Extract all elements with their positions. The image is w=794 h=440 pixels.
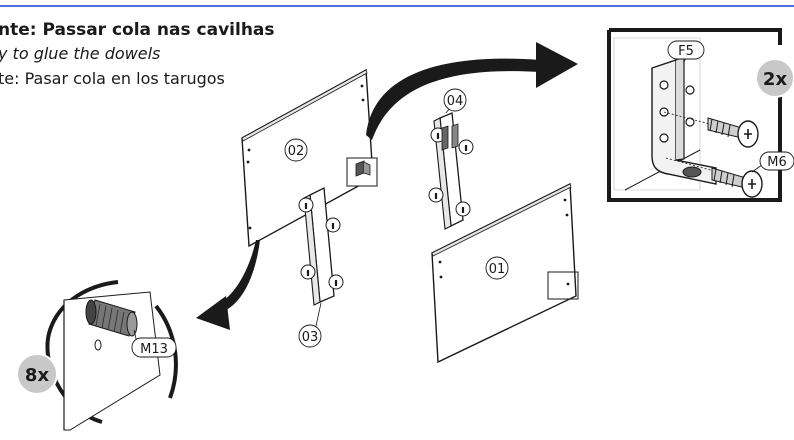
svg-text:2x: 2x	[763, 69, 788, 90]
bracket-detail-inset	[607, 28, 782, 202]
instruction-pt: nte: Passar cola nas cavilhas	[0, 20, 275, 40]
svg-text:04: 04	[447, 94, 464, 109]
part-label-03: 03	[298, 324, 322, 348]
screw-icon	[707, 117, 759, 148]
svg-text:8x: 8x	[25, 365, 50, 386]
svg-text:03: 03	[302, 330, 319, 345]
panel-02	[241, 68, 378, 248]
part-label-02: 02	[284, 138, 308, 162]
part-label-04: 04	[443, 88, 467, 112]
instruction-en: y to glue the dowels	[0, 44, 161, 63]
svg-text:M13: M13	[140, 342, 168, 357]
instruction-es: te: Pasar cola en los tarugos	[0, 69, 225, 88]
hardware-label-dowel: M13	[131, 329, 177, 358]
svg-text:M6: M6	[767, 155, 787, 170]
panel-03	[298, 186, 344, 327]
screw-icon	[711, 167, 763, 198]
svg-text:01: 01	[489, 262, 506, 277]
dowel-detail-inset	[45, 280, 178, 431]
quantity-badge-dowels: 8x	[16, 353, 58, 395]
panel-04	[428, 107, 474, 230]
svg-text:F5: F5	[678, 44, 694, 59]
svg-text:02: 02	[288, 144, 305, 159]
arrow-to-dowel-detail	[196, 240, 260, 330]
hardware-label-screw: M6	[751, 151, 794, 173]
arrow-to-bracket-detail	[366, 42, 578, 140]
quantity-badge-screws: 2x	[755, 58, 794, 98]
hardware-label-bracket: F5	[667, 40, 705, 63]
dowel-icon	[85, 299, 138, 337]
part-label-01: 01	[485, 256, 509, 280]
